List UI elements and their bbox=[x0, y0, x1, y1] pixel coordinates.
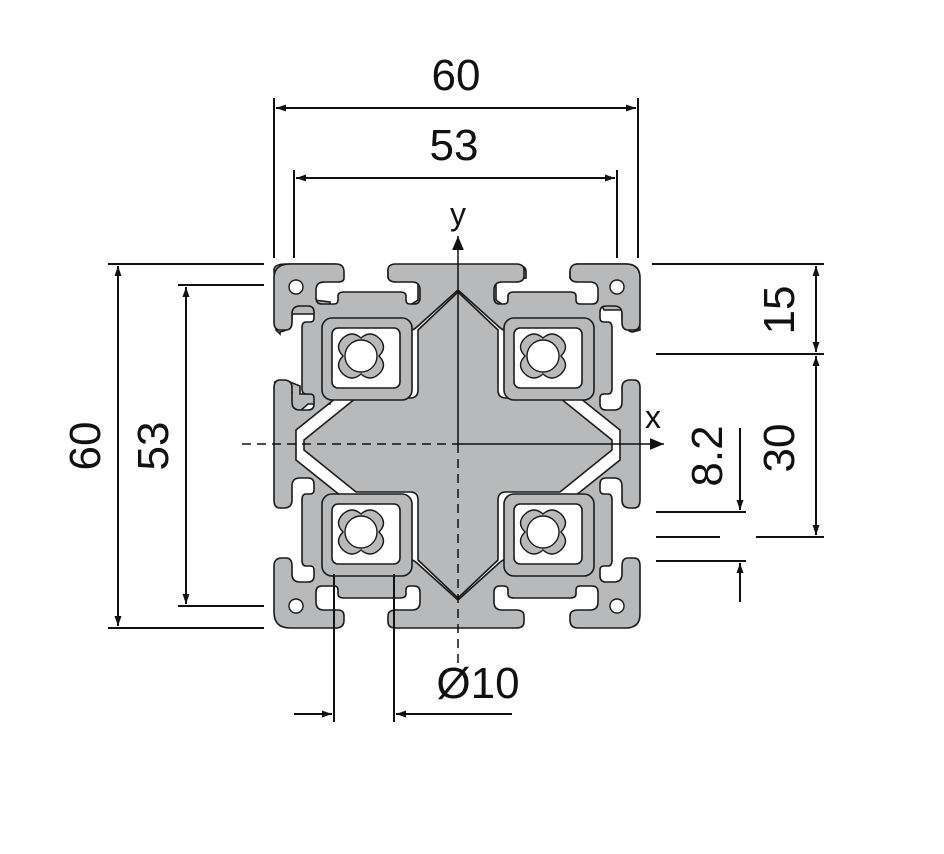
corner-hole-top-left bbox=[288, 279, 304, 295]
dim-height-outer: 60 bbox=[61, 422, 110, 471]
corner-hole-bottom-right bbox=[609, 598, 625, 614]
chamber-top-left bbox=[321, 317, 413, 401]
y-axis-label: y bbox=[450, 196, 466, 232]
chamber-top-right bbox=[503, 317, 595, 401]
dim-width-inner: 53 bbox=[430, 121, 479, 170]
dim-slot-width: 8.2 bbox=[683, 425, 732, 486]
aluminium-profile bbox=[273, 263, 641, 629]
dim-height-inner: 53 bbox=[129, 422, 178, 471]
dimension-lines bbox=[108, 98, 824, 722]
chamber-bottom-right bbox=[503, 493, 595, 577]
dim-bore-diameter: Ø10 bbox=[436, 659, 519, 708]
dim-offset-top: 15 bbox=[755, 286, 804, 335]
chamber-bottom-left bbox=[321, 493, 413, 577]
x-axis-label: x bbox=[645, 399, 661, 435]
dim-offset-mid: 30 bbox=[755, 424, 804, 473]
corner-hole-bottom-left bbox=[288, 598, 304, 614]
axes bbox=[242, 236, 664, 664]
dim-width-outer: 60 bbox=[432, 51, 481, 100]
corner-hole-top-right bbox=[609, 279, 625, 295]
